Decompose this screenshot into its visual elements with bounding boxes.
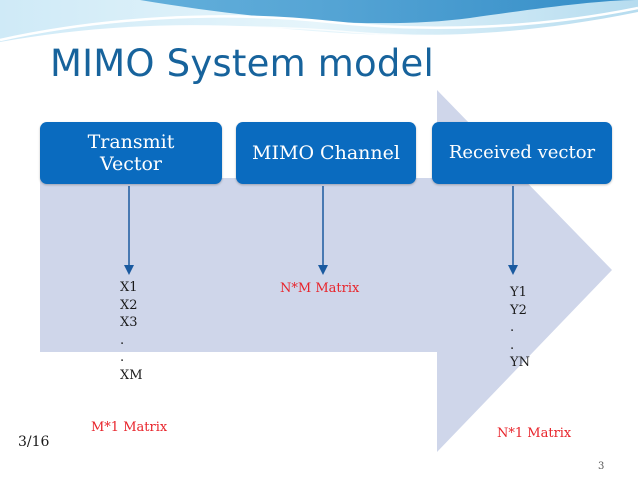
transmit-matrix-label: M*1 Matrix bbox=[91, 420, 168, 435]
received-matrix-label: N*1 Matrix bbox=[497, 426, 572, 441]
mimo-channel-box: MIMO Channel bbox=[236, 122, 416, 184]
transmit-item: X1 bbox=[120, 280, 138, 295]
transmit-vector-label-line1: Transmit bbox=[87, 130, 175, 153]
transmit-item: . bbox=[120, 350, 125, 365]
received-items-list: Y1 Y2 . . YN bbox=[510, 284, 530, 372]
received-item: . bbox=[510, 320, 515, 335]
header-wave-banner bbox=[0, 0, 638, 62]
transmit-item: XM bbox=[120, 367, 143, 383]
received-item: YN bbox=[510, 355, 530, 370]
received-item: . bbox=[510, 337, 515, 353]
down-arrow-transmit-head bbox=[124, 265, 134, 275]
transmit-vector-box: Transmit Vector bbox=[40, 122, 222, 184]
transmit-item: X3 bbox=[120, 315, 138, 330]
received-vector-label: Received vector bbox=[448, 142, 596, 164]
received-vector-box: Received vector bbox=[432, 122, 612, 184]
transmit-items-list: X1 X2 X3 . . XM bbox=[120, 279, 143, 384]
transmit-item: . bbox=[120, 332, 125, 348]
slide-date: 3/16 bbox=[18, 434, 50, 450]
received-item: Y2 bbox=[510, 302, 527, 318]
down-arrow-channel-head bbox=[318, 265, 328, 275]
slide-number: 3 bbox=[598, 461, 605, 472]
transmit-vector-label-line2: Vector bbox=[99, 153, 163, 175]
slide-title: MIMO System model bbox=[50, 42, 434, 85]
transmit-item: X2 bbox=[120, 297, 138, 313]
mimo-channel-label: MIMO Channel bbox=[252, 141, 400, 164]
down-arrow-received-head bbox=[508, 265, 518, 275]
channel-matrix-label: N*M Matrix bbox=[280, 281, 360, 296]
received-item: Y1 bbox=[510, 285, 527, 300]
